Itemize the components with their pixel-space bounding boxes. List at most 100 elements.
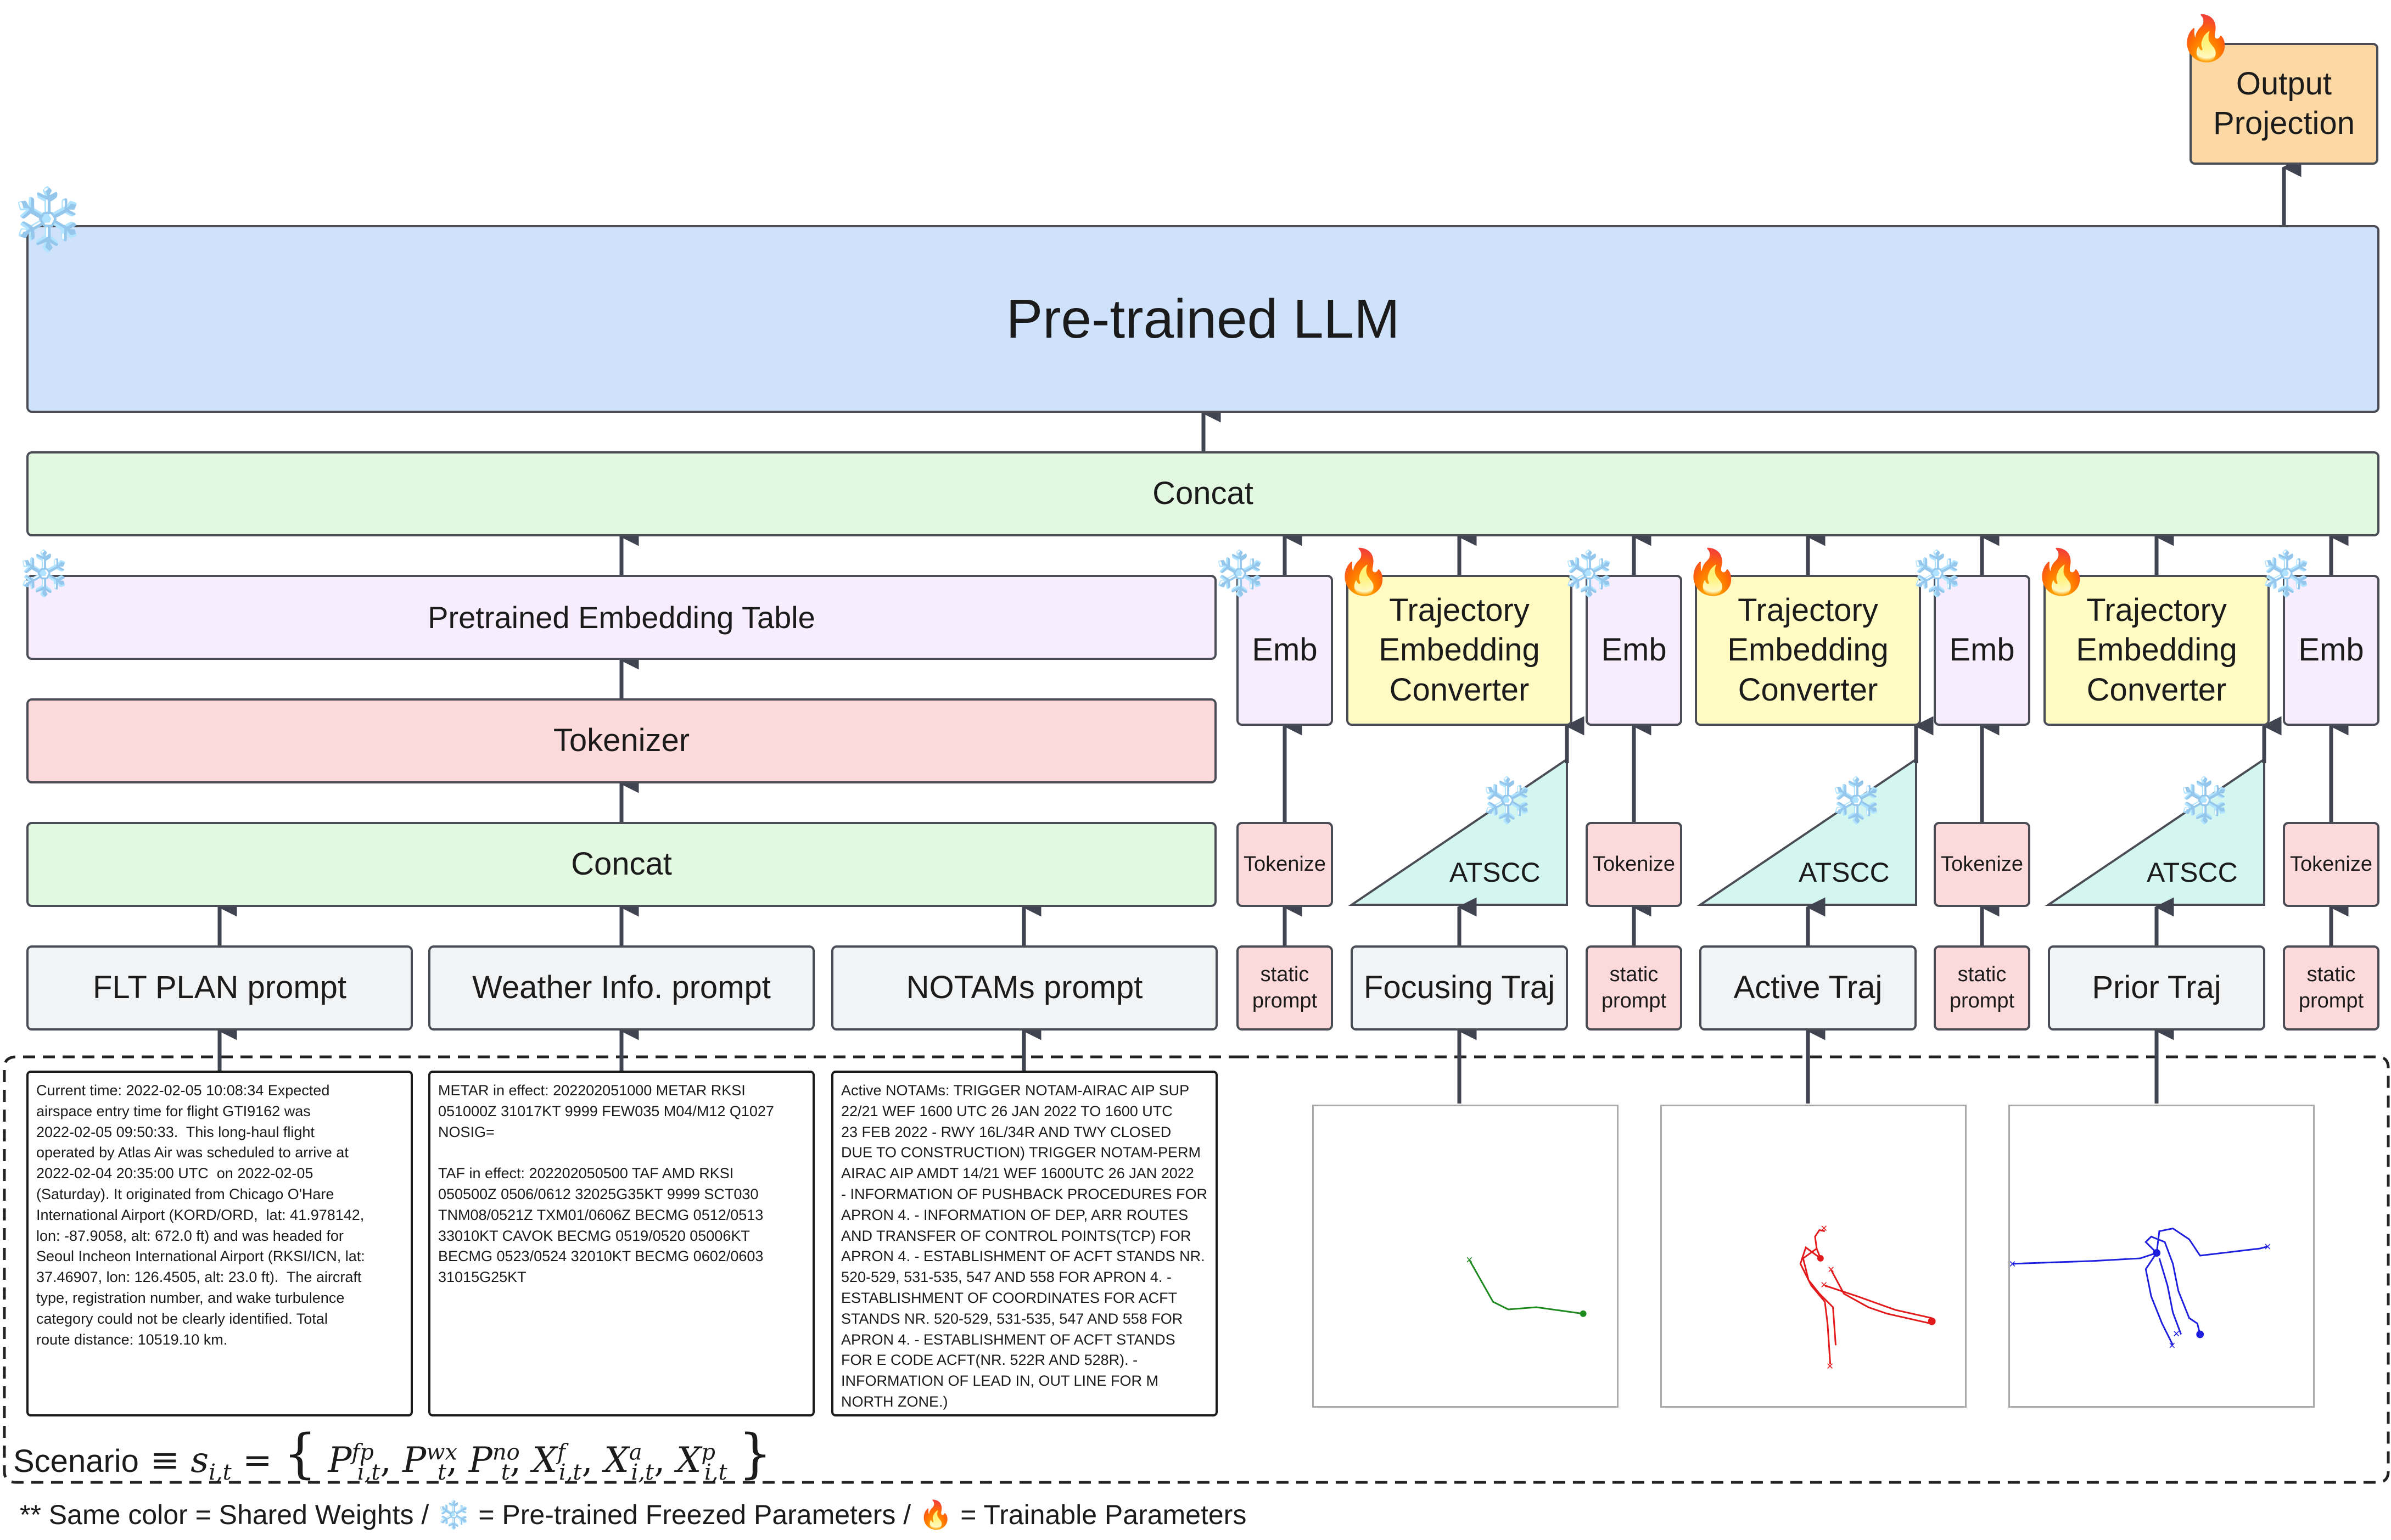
- tokenize-label: Tokenize: [1244, 852, 1326, 876]
- tokenize-label: Tokenize: [2290, 852, 2372, 876]
- formula-x-a: X: [604, 1440, 629, 1481]
- legend-text-1: ** Same color = Shared Weights /: [20, 1499, 437, 1530]
- concat-top-label: Concat: [1152, 475, 1253, 512]
- legend-footnote: ** Same color = Shared Weights / ❄️ = Pr…: [20, 1499, 1246, 1531]
- formula-p-no: P: [468, 1440, 492, 1481]
- scenario-boundary: [3, 1055, 2390, 1484]
- trajectory-embedding-converter-1: Trajectory Embedding Converter: [1346, 575, 1572, 726]
- trajectory-embedding-converter-2: Trajectory Embedding Converter: [1695, 575, 1921, 726]
- output-projection-label: Output Projection: [2213, 65, 2355, 142]
- emb-label: Emb: [1601, 632, 1667, 668]
- emb-label: Emb: [1949, 632, 2015, 668]
- active-traj-label: Active Traj: [1733, 970, 1883, 1006]
- traj-end-marker: [1580, 1310, 1587, 1317]
- weather-prompt-block: Weather Info. prompt: [428, 945, 815, 1031]
- snowflake-icon: ❄️: [16, 549, 71, 598]
- prior-traj-svg: × × × ×: [2010, 1227, 2271, 1352]
- traj-start-marker: ×: [1828, 1263, 1835, 1276]
- tec-label: Trajectory Embedding Converter: [1379, 592, 1540, 708]
- active-traj-block: Active Traj: [1699, 945, 1917, 1031]
- tec-label: Trajectory Embedding Converter: [2076, 592, 2237, 708]
- active-traj-path-5: [1824, 1285, 1932, 1319]
- notams-prompt-label: NOTAMs prompt: [906, 970, 1143, 1006]
- atscc-label: ATSCC: [1799, 857, 1890, 888]
- snowflake-icon: ❄️: [1480, 776, 1535, 825]
- legend-text-2: = Pre-trained Freezed Parameters /: [471, 1499, 919, 1530]
- traj-start-marker: ×: [1821, 1278, 1828, 1291]
- tokenize-label: Tokenize: [1593, 852, 1675, 876]
- traj-marker: [2196, 1330, 2204, 1339]
- formula-p-wx: P: [402, 1440, 427, 1481]
- concat-top-block: Concat: [26, 451, 2379, 536]
- traj-start-marker: ×: [2010, 1257, 2016, 1271]
- pretrained-embedding-table-block: Pretrained Embedding Table: [26, 575, 1217, 660]
- equiv-symbol: ≡: [150, 1440, 180, 1481]
- emb-block-4: Emb: [2283, 575, 2379, 726]
- scenario-label: Scenario: [13, 1443, 139, 1479]
- static-prompt-block-2: static prompt: [1586, 945, 1682, 1031]
- formula-p-sub: i,t: [704, 1459, 727, 1485]
- flt-plan-text: Current time: 2022-02-05 10:08:34 Expect…: [26, 1071, 413, 1416]
- notams-prompt-block: NOTAMs prompt: [831, 945, 1218, 1031]
- tokenize-block-2: Tokenize: [1586, 822, 1682, 907]
- active-traj-path-1: [1814, 1229, 1826, 1259]
- prior-traj-block: Prior Traj: [2048, 945, 2265, 1031]
- snowflake-icon: ❄️: [436, 1499, 471, 1530]
- fire-icon: 🔥: [1685, 547, 1740, 596]
- formula-wx-sub: t: [438, 1459, 447, 1485]
- focusing-traj-label: Focusing Traj: [1363, 970, 1555, 1006]
- active-traj-svg: × × × ×: [1799, 1221, 1936, 1373]
- snowflake-icon: ❄️: [2259, 549, 2314, 598]
- active-traj-path-2: [1799, 1246, 1832, 1364]
- snowflake-icon: ❄️: [2177, 776, 2232, 825]
- static-prompt-block-4: static prompt: [2283, 945, 2379, 1031]
- static-prompt-block-3: static prompt: [1934, 945, 2030, 1031]
- formula-p-fp: P: [328, 1440, 352, 1481]
- active-traj-path-3: [1830, 1270, 1931, 1325]
- prior-traj-plot: × × × ×: [2008, 1105, 2315, 1408]
- formula-p-sup: p: [701, 1440, 715, 1465]
- weather-prompt-label: Weather Info. prompt: [472, 970, 771, 1006]
- formula-no-sub: t: [501, 1459, 510, 1485]
- tokenize-block-1: Tokenize: [1236, 822, 1333, 907]
- legend-text-3: = Trainable Parameters: [953, 1499, 1247, 1530]
- tokenizer-label: Tokenizer: [553, 723, 690, 759]
- formula-s-sub: i,t: [209, 1459, 232, 1485]
- formula-f-sub: i,t: [558, 1459, 582, 1485]
- tokenizer-block: Tokenizer: [26, 698, 1217, 783]
- formula-fp-sub: i,t: [357, 1459, 380, 1485]
- prior-traj-path-5: [2158, 1258, 2182, 1335]
- trajectory-embedding-converter-3: Trajectory Embedding Converter: [2043, 575, 2270, 726]
- static-prompt-label: static prompt: [2298, 963, 2364, 1012]
- equals-symbol: =: [243, 1440, 272, 1481]
- prior-traj-label: Prior Traj: [2092, 970, 2221, 1006]
- pretrained-llm-block: Pre-trained LLM: [26, 225, 2379, 413]
- concat-bottom-label: Concat: [571, 846, 672, 882]
- fire-icon: 🔥: [1336, 547, 1391, 596]
- traj-start-marker: ×: [1827, 1359, 1834, 1373]
- tec-label: Trajectory Embedding Converter: [1727, 592, 1889, 708]
- traj-marker: [1817, 1255, 1824, 1262]
- notams-text: Active NOTAMs: TRIGGER NOTAM-AIRAC AIP S…: [831, 1071, 1218, 1416]
- atscc-label: ATSCC: [1449, 857, 1541, 888]
- static-prompt-label: static prompt: [1252, 963, 1318, 1012]
- formula-s: s: [191, 1440, 209, 1481]
- embedding-table-label: Pretrained Embedding Table: [428, 600, 815, 635]
- emb-block-1: Emb: [1236, 575, 1333, 726]
- snowflake-icon: ❄️: [1910, 549, 1964, 598]
- output-projection-block: Output Projection: [2190, 43, 2378, 165]
- focusing-traj-path: [1469, 1260, 1583, 1315]
- right-brace: }: [738, 1423, 772, 1485]
- scenario-formula: Scenario ≡ si,t = { Pfpi,t, Pwxt, Pnot, …: [13, 1423, 772, 1485]
- formula-a-sup: a: [629, 1440, 642, 1465]
- static-prompt-label: static prompt: [1601, 963, 1667, 1012]
- focusing-traj-svg: ×: [1466, 1253, 1587, 1317]
- traj-start-marker: ×: [1821, 1221, 1828, 1235]
- fire-icon: 🔥: [2179, 14, 2233, 63]
- left-brace: {: [283, 1423, 317, 1485]
- formula-x-p: X: [676, 1440, 702, 1481]
- emb-block-2: Emb: [1586, 575, 1682, 726]
- static-prompt-block-1: static prompt: [1236, 945, 1333, 1031]
- tokenize-label: Tokenize: [1941, 852, 2023, 876]
